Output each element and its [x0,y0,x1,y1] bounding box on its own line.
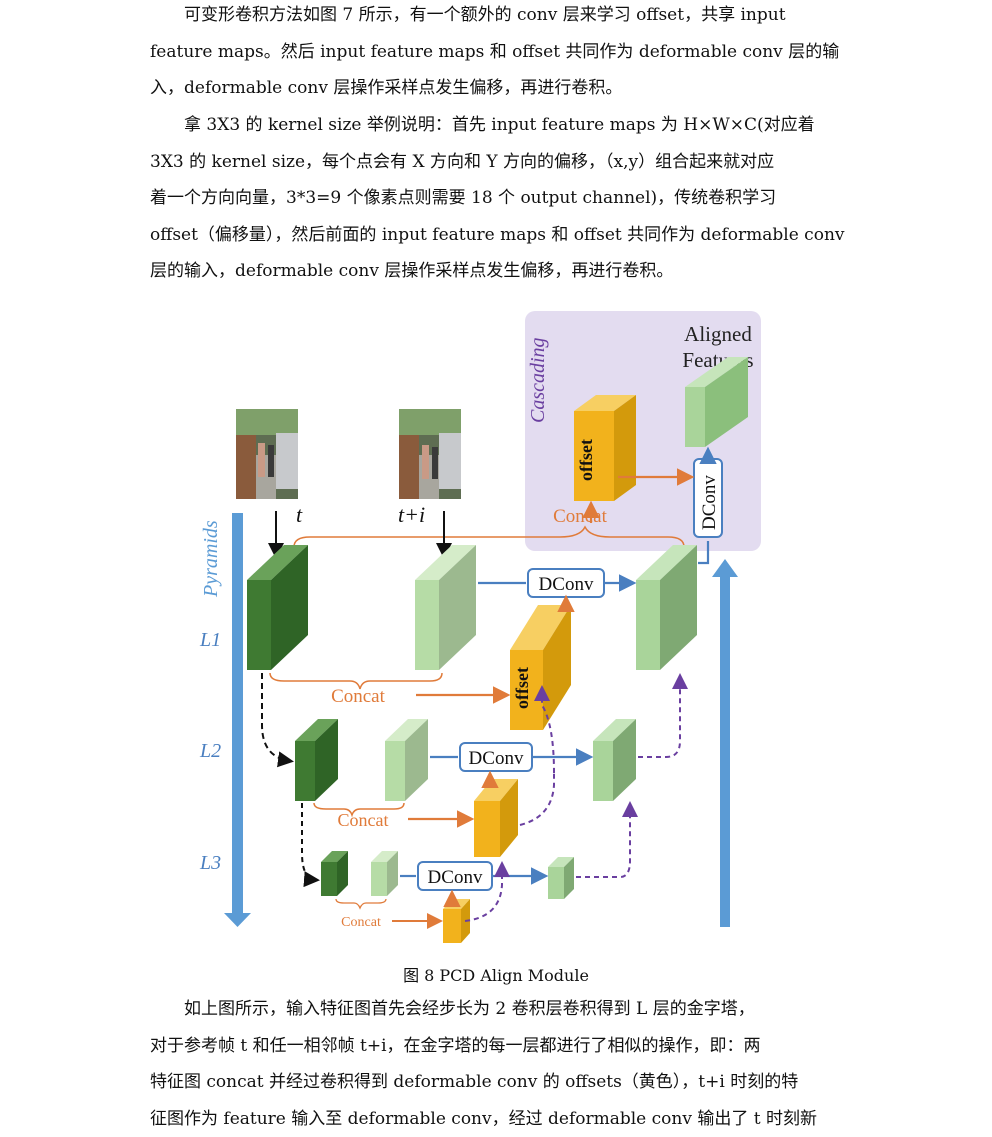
level-label-l2: L2 [199,740,221,762]
concat-label-l1: Concat [331,686,386,707]
cascade-offset-block: offset [574,395,636,501]
concat-label-l3: Concat [341,915,381,930]
dconv-label-l3: DConv [428,867,483,888]
text-line: 如上图所示，输入特征图首先会经步长为 2 卷积层卷积得到 L 层的金字塔， [184,999,755,1019]
cascade-up-arrow [720,575,730,927]
paragraph-1: 可变形卷积方法如图 7 所示，有一个额外的 conv 层来学习 offset，共… [150,0,842,107]
l1-offset-block: offset [510,605,571,730]
concat-label-l2: Concat [338,810,389,830]
frame-t-label: t [296,502,303,527]
text-line: 对于参考帧 t 和任一相邻帧 t+i，在金字塔的每一层都进行了相似的操作，即：两 [150,1035,761,1056]
paragraph-3: 如上图所示，输入特征图首先会经步长为 2 卷积层卷积得到 L 层的金字塔， 对于… [150,991,842,1137]
l3-reference-feature [321,851,348,896]
offset-label-l1: offset [512,667,532,709]
l2-aligned-feature [593,719,636,801]
text-line: 入，deformable conv 层操作采样点发生偏移，再进行卷积。 [150,78,623,99]
pyramids-arrow [232,513,243,917]
concat-label-cascade: Concat [553,506,608,527]
l3-neighbor-feature [371,851,398,896]
l1-neighbor-feature [415,545,476,670]
dconv-label-l2: DConv [469,748,524,769]
level-label-l3: L3 [199,852,221,874]
dconv-label-cascade: DConv [699,475,720,530]
frame-ti-label: t+i [398,502,425,527]
text-line: 着一个方向向量，3*3=9 个像素点则需要 18 个 output channe… [150,188,777,209]
text-line: 特征图 concat 并经过卷积得到 deformable conv 的 off… [150,1072,799,1093]
cascading-label: Cascading [527,337,549,423]
pcd-align-diagram: Cascading Aligned Features offset DConv … [199,311,761,943]
l2-offset-block [474,779,518,857]
text-line: 拿 3X3 的 kernel size 举例说明：首先 input featur… [184,115,815,135]
frame-ti-image [399,409,461,499]
text-line: 征图作为 feature 输入至 deformable conv，经过 defo… [150,1108,818,1129]
text-line: 3X3 的 kernel size，每个点会有 X 方向和 Y 方向的偏移，（x… [150,151,775,172]
frame-t-image [236,409,298,499]
pyramids-label: Pyramids [200,520,222,598]
level-label-l1: L1 [199,629,221,651]
text-line: feature maps。然后 input feature maps 和 off… [150,41,840,62]
aligned-label: Aligned [684,322,752,346]
text-line: 层的输入，deformable conv 层操作采样点发生偏移，再进行卷积。 [150,261,674,282]
l3-aligned-feature [548,857,574,899]
text-line: offset（偏移量），然后前面的 input feature maps 和 o… [150,224,845,245]
l2-reference-feature [295,719,338,801]
aligned-features-block [685,357,748,447]
l1-aligned-feature [636,545,697,670]
paragraph-2: 拿 3X3 的 kernel size 举例说明：首先 input featur… [150,107,845,290]
figure-caption: 图 8 PCD Align Module [403,966,589,985]
offset-label: offset [576,439,596,481]
l1-reference-feature [247,545,308,670]
dconv-label-l1: DConv [539,574,594,595]
l2-neighbor-feature [385,719,428,801]
text-line: 可变形卷积方法如图 7 所示，有一个额外的 conv 层来学习 offset，共… [184,5,786,25]
pcd-align-figure: Cascading Aligned Features offset DConv … [180,305,780,955]
